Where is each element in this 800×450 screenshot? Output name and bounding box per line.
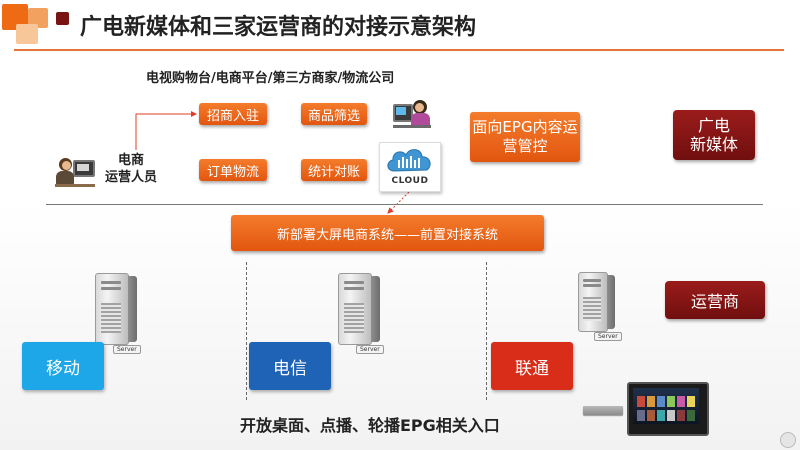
new-media-label: 广电 新媒体 <box>673 110 755 160</box>
corner-badge-icon <box>780 432 796 448</box>
cloud-to-system-arrow <box>387 191 410 214</box>
header-divider <box>14 49 784 51</box>
server-tag: Server <box>356 345 384 354</box>
operator-telecom: 电信 <box>249 342 331 390</box>
new-media-text: 广电 新媒体 <box>689 116 738 154</box>
product-screening-box: 商品筛选 <box>301 103 367 125</box>
television-icon <box>627 382 709 436</box>
merchant-entry-box: 招商入驻 <box>199 103 267 125</box>
server-tag: Server <box>113 345 141 354</box>
layer-divider <box>46 204 763 205</box>
operator-unicom: 联通 <box>491 342 573 390</box>
operator-separator-2 <box>486 262 487 400</box>
ecommerce-staff-icon <box>55 158 97 188</box>
page-title: 广电新媒体和三家运营商的对接示意架构 <box>80 15 477 40</box>
ecommerce-staff-label: 电商 运营人员 <box>100 152 162 186</box>
cloud-icon: CLOUD <box>379 142 441 192</box>
epg-content-control-box: 面向EPG内容运营管控 <box>470 112 580 162</box>
server-icon-unicom: Server <box>578 272 622 342</box>
server-icon-mobile: Server <box>95 273 145 354</box>
logo-square-light-orange <box>28 8 48 28</box>
bottom-caption: 开放桌面、点播、轮播EPG相关入口 <box>240 416 500 435</box>
ecommerce-staff-text: 电商 运营人员 <box>104 153 157 185</box>
tv-screen <box>633 388 699 424</box>
set-top-box-icon <box>583 406 623 415</box>
cloud-label: CLOUD <box>391 176 429 186</box>
partners-subtitle: 电视购物台/电商平台/第三方商家/物流公司 <box>146 71 395 86</box>
logo-square-pale-orange <box>16 24 38 44</box>
order-logistics-box: 订单物流 <box>199 159 267 181</box>
operator-mobile: 移动 <box>22 342 104 390</box>
operator-separator-1 <box>246 262 247 400</box>
server-tag: Server <box>594 332 622 341</box>
statistics-reconciliation-box: 统计对账 <box>301 159 367 181</box>
cloud-shape <box>387 149 431 172</box>
server-icon-telecom: Server <box>338 273 388 354</box>
operator-label: 运营商 <box>665 281 765 319</box>
operator-worker-icon <box>393 100 433 130</box>
staff-to-merchant-arrow <box>135 111 197 150</box>
logo-square-dark-red <box>56 12 69 25</box>
new-ecommerce-system-bar: 新部署大屏电商系统——前置对接系统 <box>231 215 544 251</box>
